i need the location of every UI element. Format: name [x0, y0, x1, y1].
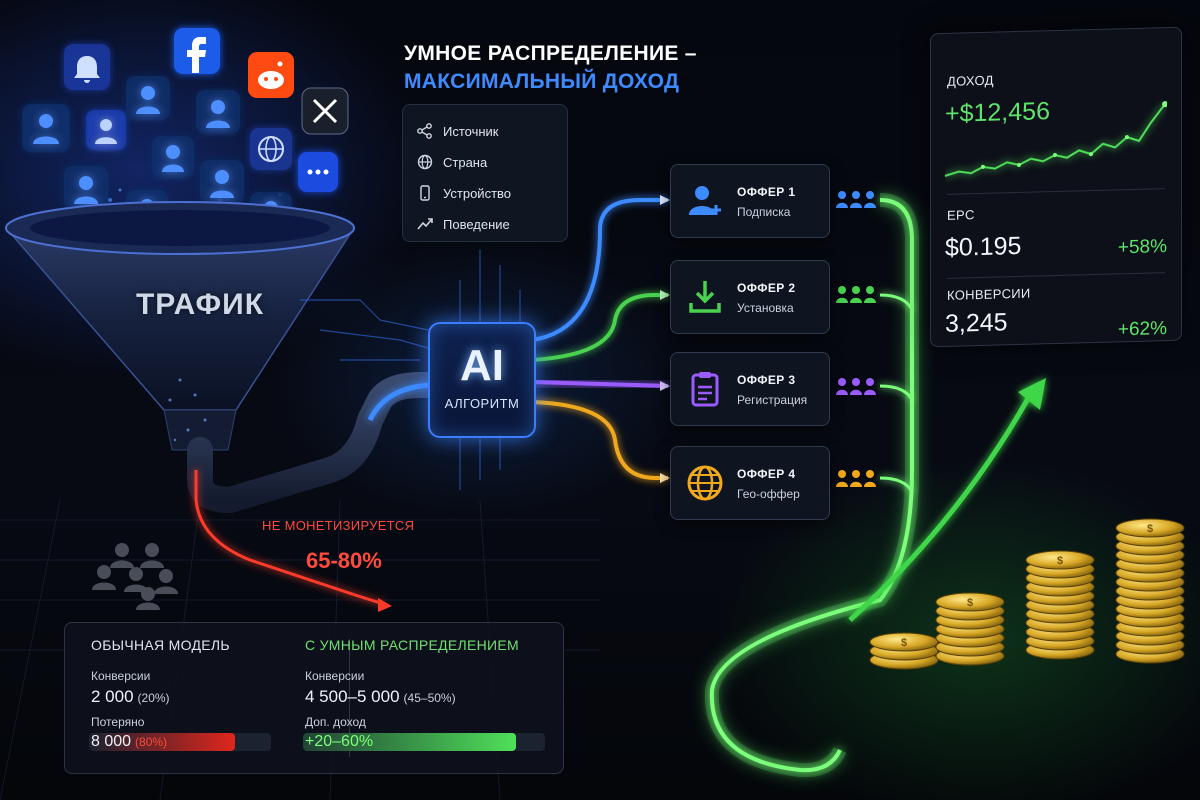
smart-conv-pct: (45–50%): [403, 691, 456, 705]
growth-arrow-icon: [848, 393, 1033, 622]
regular-lost-value: 8 000(80%): [91, 733, 167, 751]
divider: [947, 188, 1165, 195]
smart-extra-label: Доп. доход: [305, 715, 366, 729]
share-icon: [417, 123, 432, 139]
divider: [947, 272, 1165, 279]
offer-card-4: ОФФЕР 4 Гео-оффер: [670, 446, 830, 520]
ai-algorithm-chip: AI АЛГОРИТМ: [428, 322, 536, 438]
trend-icon: [417, 218, 433, 230]
funnel: [4, 201, 356, 451]
coin: [1025, 550, 1095, 570]
smart-extra-bar: [303, 733, 545, 751]
coin-dollar-icon: $: [1057, 555, 1063, 567]
smart-conv-label: Конверсии: [305, 669, 365, 683]
smart-extra-bar-fill: [303, 733, 516, 751]
lost-traffic-path: [194, 470, 385, 606]
ai-sublabel: АЛГОРИТМ: [444, 396, 520, 411]
path-offer-4: [531, 400, 668, 480]
offer-subtitle: Гео-оффер: [737, 487, 800, 501]
regular-conv-number: 2 000: [91, 687, 134, 706]
smart-conv-value: 4 500–5 000(45–50%): [305, 687, 456, 707]
criteria-panel: Источник Страна Устройство Поведение: [402, 104, 568, 242]
criteria-label: Источник: [443, 123, 499, 139]
conversions-delta: +62%: [1117, 318, 1167, 341]
income-label: ДОХОД: [947, 72, 994, 89]
coin: [1115, 518, 1185, 538]
criteria-item-device: Устройство: [417, 183, 511, 203]
coin: [935, 592, 1005, 612]
funnel-label: ТРАФИК: [135, 288, 265, 321]
clipboard-icon: [691, 372, 719, 407]
offer-card-1: ОФФЕР 1 Подписка: [670, 164, 830, 238]
epc-delta: +58%: [1117, 236, 1167, 259]
user-plus-icon: [689, 186, 721, 215]
circuit-traces: [300, 250, 521, 490]
offer-title: ОФФЕР 4: [737, 467, 796, 481]
path-offer-1: [531, 198, 668, 342]
regular-lost-bar-fill: [89, 733, 235, 751]
criteria-label: Поведение: [443, 216, 510, 232]
pipe-to-ai: [187, 372, 443, 514]
coin: [869, 632, 939, 652]
stats-panel: ДОХОД +$12,456 EPC $0.195 +58% КОНВЕРСИИ…: [930, 26, 1182, 348]
criteria-item-source: Источник: [417, 121, 499, 141]
reddit-icon: [248, 52, 294, 98]
path-offer-2: [531, 293, 668, 362]
offer-users-icons: [836, 191, 876, 487]
smart-conv-number: 4 500–5 000: [305, 687, 400, 706]
conversions-label: КОНВЕРСИИ: [947, 285, 1031, 303]
coin-dollar-icon: $: [967, 597, 973, 609]
download-icon: [689, 281, 721, 313]
smart-extra-value: +20–60%: [305, 733, 374, 750]
offer-subtitle: Регистрация: [737, 393, 808, 407]
phone-icon: [420, 185, 430, 201]
regular-model-title: ОБЫЧНАЯ МОДЕЛЬ: [91, 637, 230, 653]
offer-card-3: ОФФЕР 3 Регистрация: [670, 352, 830, 426]
offer-subtitle: Установка: [737, 301, 794, 315]
path-offer-3: [531, 380, 669, 388]
globe-icon: [687, 465, 723, 501]
regular-conv-pct: (20%): [137, 691, 170, 705]
criteria-label: Устройство: [443, 185, 512, 201]
x-icon: [301, 87, 349, 135]
title-line-2: МАКСИМАЛЬНЫЙ ДОХОД: [404, 70, 680, 93]
globe-icon: [250, 128, 292, 170]
lost-users-icon: [92, 543, 178, 610]
criteria-item-country: Страна: [417, 152, 487, 172]
epc-label: EPC: [947, 207, 975, 223]
offer-subtitle: Подписка: [737, 205, 791, 219]
offer-title: ОФФЕР 1: [737, 185, 796, 199]
main-title: УМНОЕ РАСПРЕДЕЛЕНИЕ – МАКСИМАЛЬНЫЙ ДОХОД: [404, 40, 697, 96]
conversions-value: 3,245: [945, 308, 1008, 338]
regular-lost-number: 8 000: [91, 733, 132, 750]
offer-title: ОФФЕР 3: [737, 373, 796, 387]
bell-icon: [64, 44, 110, 90]
criteria-label: Страна: [443, 154, 488, 170]
lost-traffic-label: НЕ МОНЕТИЗИРУЕТСЯ: [262, 518, 415, 533]
globe-icon: [417, 154, 433, 170]
smart-model-title: С УМНЫМ РАСПРЕДЕЛЕНИЕМ: [305, 637, 520, 653]
title-line-1: УМНОЕ РАСПРЕДЕЛЕНИЕ –: [404, 42, 697, 65]
lost-traffic-value: 65-80%: [306, 548, 382, 573]
regular-lost-label: Потеряно: [91, 715, 145, 729]
offer-card-2: ОФФЕР 2 Установка: [670, 260, 830, 334]
coin-stacks-icon: $ $ $ $: [869, 518, 1185, 670]
coin-dollar-icon: $: [901, 637, 907, 649]
regular-conv-value: 2 000(20%): [91, 687, 170, 707]
coin-dollar-icon: $: [1147, 523, 1153, 535]
comparison-panel: ОБЫЧНАЯ МОДЕЛЬ Конверсии 2 000(20%) Поте…: [64, 622, 564, 774]
regular-lost-bar: [89, 733, 271, 751]
chat-icon: [298, 152, 338, 192]
regular-lost-pct: (80%): [135, 735, 168, 749]
ai-label: AI: [460, 341, 504, 390]
criteria-item-behavior: Поведение: [417, 214, 510, 234]
comparison-divider: [349, 639, 350, 757]
facebook-icon: [174, 28, 220, 74]
epc-value: $0.195: [945, 231, 1022, 262]
regular-conv-label: Конверсии: [91, 669, 151, 683]
income-sparkline: [945, 101, 1167, 177]
offer-title: ОФФЕР 2: [737, 281, 796, 295]
